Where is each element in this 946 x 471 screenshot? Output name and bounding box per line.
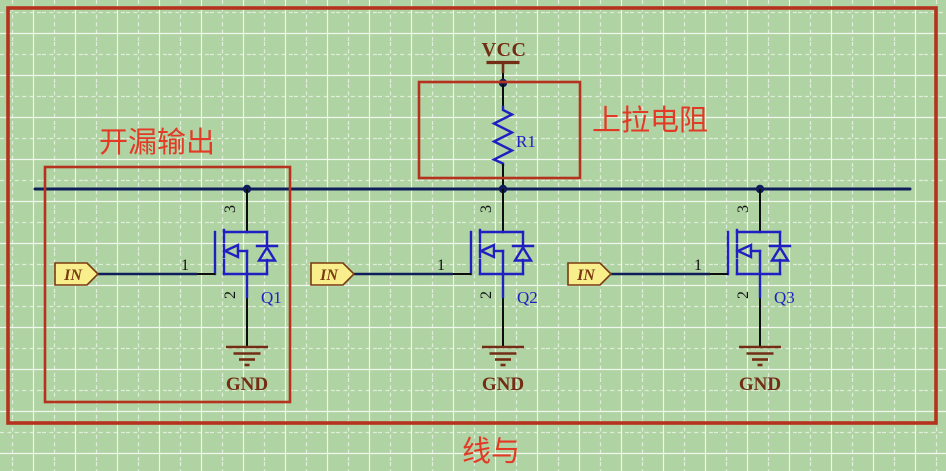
pullup-annotation-box	[417, 80, 582, 180]
gnd-label: GND	[482, 374, 524, 395]
transistor-ref-label: Q3	[774, 288, 795, 307]
pin-number-source: 2	[735, 291, 752, 299]
resistor-body	[491, 105, 515, 167]
input-tag-label: IN	[576, 267, 596, 284]
pin-number-drain: 3	[478, 205, 495, 213]
label-pullup-resistor: 上拉电阻	[592, 104, 708, 137]
resistor-ref-label: R1	[516, 132, 536, 151]
label-wired-and: 线与	[462, 435, 520, 468]
transistor-q3[interactable]: IN 1 3 2 Q3 GND	[567, 184, 795, 395]
pin-number-gate: 1	[694, 257, 702, 274]
transistor-q1[interactable]: IN 1 3 2 Q1 GND	[54, 184, 282, 395]
resistor-r1[interactable]: R1	[491, 84, 536, 189]
pin-number-source: 2	[222, 291, 239, 299]
pin-number-drain: 3	[735, 205, 752, 213]
transistor-ref-label: Q2	[517, 288, 538, 307]
transistor-ref-label: Q1	[261, 288, 282, 307]
label-open-drain: 开漏输出	[99, 126, 215, 159]
vcc-label: VCC	[482, 39, 527, 61]
outer-border	[6, 6, 938, 425]
input-tag-label: IN	[63, 267, 83, 284]
pin-number-source: 2	[478, 291, 495, 299]
open-drain-annotation-box	[43, 165, 292, 404]
gnd-label: GND	[226, 374, 268, 395]
pin-number-gate: 1	[181, 257, 189, 274]
gnd-label: GND	[739, 374, 781, 395]
pin-number-gate: 1	[437, 257, 445, 274]
input-tag-label: IN	[319, 267, 339, 284]
transistor-q2[interactable]: IN 1 3 2 Q2 GND	[310, 184, 538, 395]
pin-number-drain: 3	[222, 205, 239, 213]
